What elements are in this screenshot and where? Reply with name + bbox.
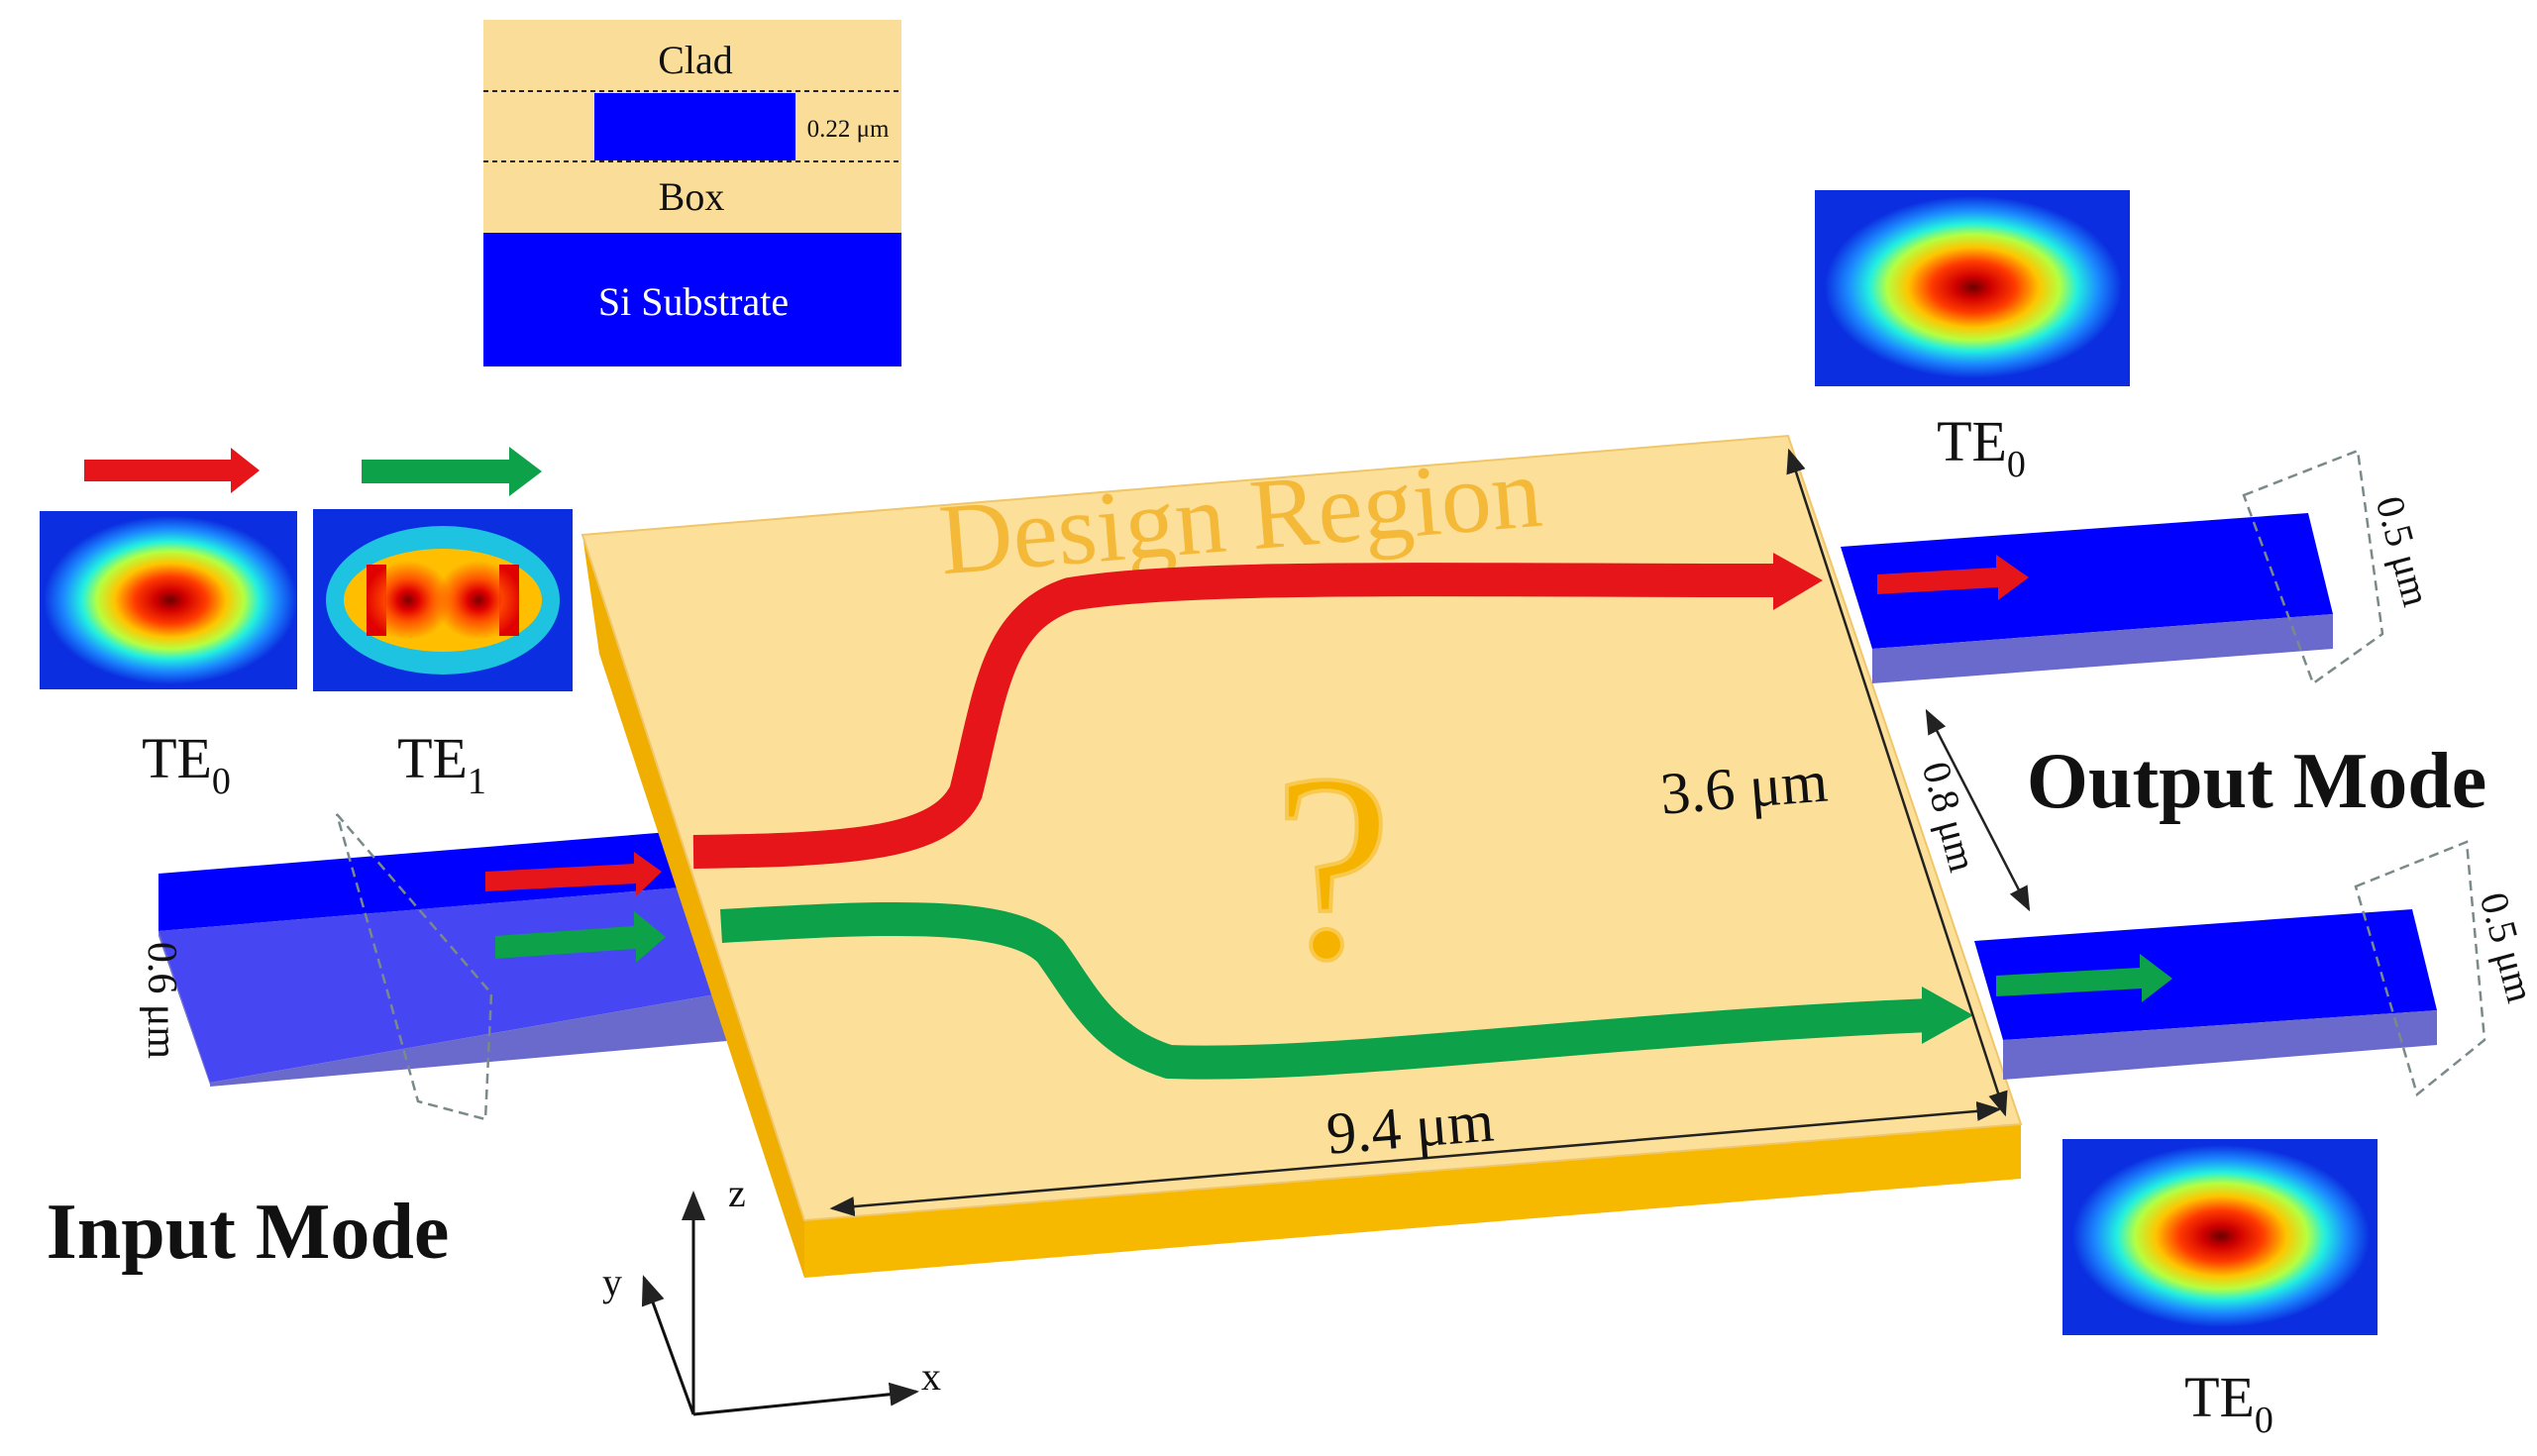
y-axis-label: y [602,1260,622,1304]
output-lower-te0-label: TE0 [2184,1365,2273,1441]
te0-mode-profile [40,511,297,689]
te0-mode-profile [2062,1139,2378,1335]
red-arrow-icon [84,448,260,493]
green-arrow-icon [362,447,542,496]
output-upper-port-cross-section [2242,449,2384,685]
z-axis-label: z [728,1171,746,1215]
box-label: Box [659,174,725,219]
input-te1-label: TE1 [397,726,486,802]
output-mode-label: Output Mode [2027,738,2487,825]
red-arrow-icon [485,852,662,896]
output-lower-port-cross-section [2354,840,2486,1097]
input-port-cross-section [335,813,493,1121]
substrate-label: Si Substrate [598,279,789,324]
x-axis [692,1382,919,1416]
input-te0-label: TE0 [142,726,231,802]
si-substrate [483,233,901,366]
x-axis-label: x [921,1354,941,1399]
red-mode-path [692,563,1782,869]
width-dimension-line [1786,448,2008,1117]
cross-section-inset: Clad 0.22 μm Box Si Substrate [483,20,901,366]
question-mark-icon: ? [1273,719,1392,1015]
green-arrow-icon [495,911,666,963]
length-label: 9.4 μm [1324,1088,1497,1166]
te1-mode-profile [313,509,573,691]
y-axis [641,1275,695,1415]
design-region: Design Region ? 9.4 μm 3.6 μm [581,434,2023,1278]
input-waveguide: 0.6 μm [139,813,738,1121]
input-mode-te1: TE1 [313,447,573,802]
clad-label: Clad [658,38,733,82]
te0-mode-profile [1815,190,2130,386]
green-arrow-icon [1996,954,2172,1002]
width-label: 3.6 μm [1658,748,1831,826]
design-region-left-face [582,535,804,1278]
output-waveguide-upper: 0.5 μm [1841,449,2440,685]
red-arrow-icon [1877,555,2029,600]
output-mode-te0-lower: TE0 [2062,1139,2378,1441]
silicon-core [594,93,795,160]
output-upper-te0-label: TE0 [1937,409,2026,485]
output-lower-width-label: 0.5 μm [2472,887,2537,1006]
length-dimension-line [829,1100,2002,1217]
output-mode-te0-upper: TE0 [1815,190,2130,485]
output-upper-width-label: 0.5 μm [2368,491,2440,610]
input-mode-te0: TE0 [40,448,297,802]
green-mode-path [720,901,1931,1080]
output-waveguide-lower: 0.5 μm [1974,840,2537,1097]
coordinate-axes: z x y [602,1171,941,1416]
input-mode-label: Input Mode [47,1189,450,1276]
core-thickness-label: 0.22 μm [807,116,890,143]
input-width-label: 0.6 μm [139,942,184,1060]
